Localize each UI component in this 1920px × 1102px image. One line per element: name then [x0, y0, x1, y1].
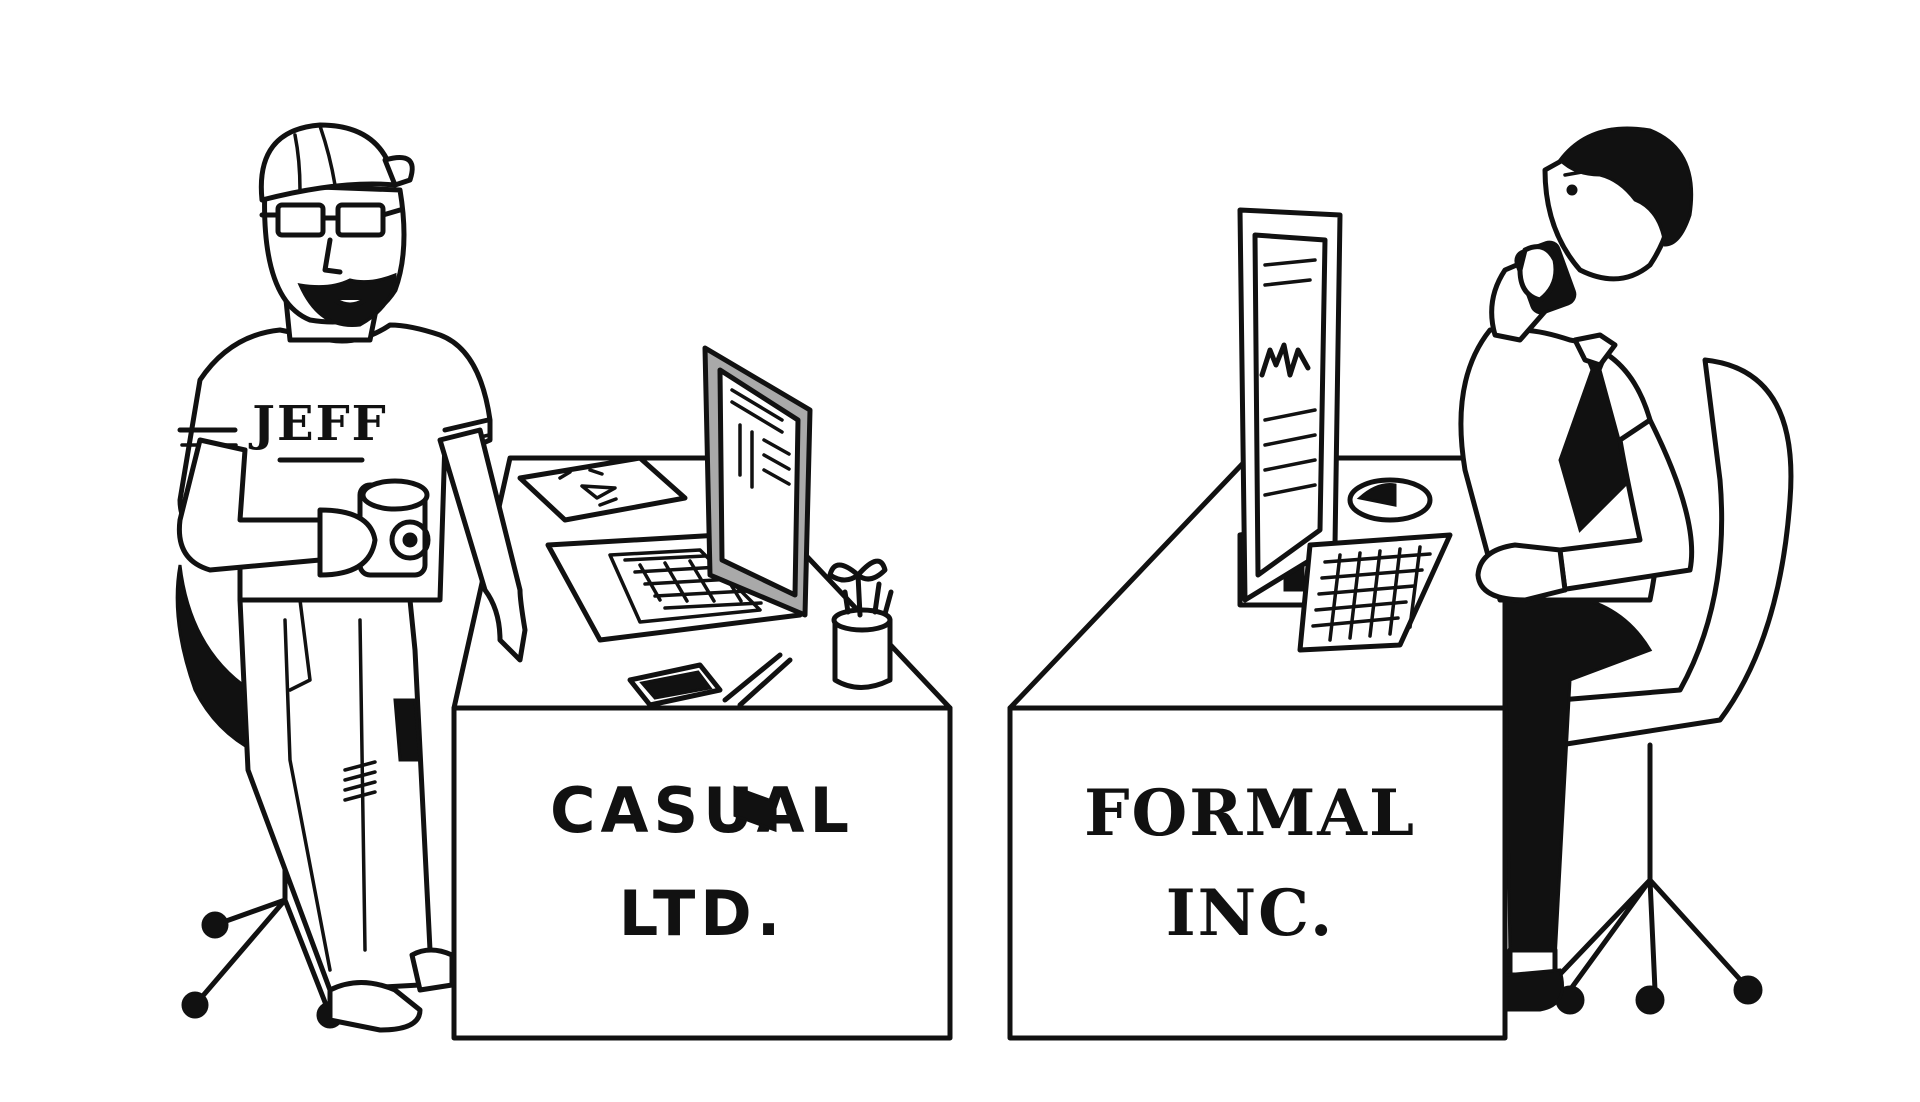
casual-desk: CASUAL LTD. [451, 455, 953, 1041]
casual-desk-label-line2: LTD. [619, 877, 786, 950]
jeff-character: JEFF [176, 122, 528, 1033]
casual-desk-label-line1: CASUAL [550, 774, 854, 847]
keyboard [1297, 532, 1453, 653]
papers [517, 455, 688, 523]
laptop [297, 345, 813, 833]
phone-and-pen [627, 652, 793, 708]
formal-desk-label-line1: FORMAL [1084, 776, 1416, 851]
shirt-name: JEFF [248, 396, 387, 452]
mouse [1347, 477, 1433, 523]
businessman-character [1458, 126, 1695, 1012]
formal-desk-label-line2: INC. [1166, 876, 1335, 951]
formal-chair [1542, 357, 1794, 1015]
plant-pot [827, 558, 894, 690]
